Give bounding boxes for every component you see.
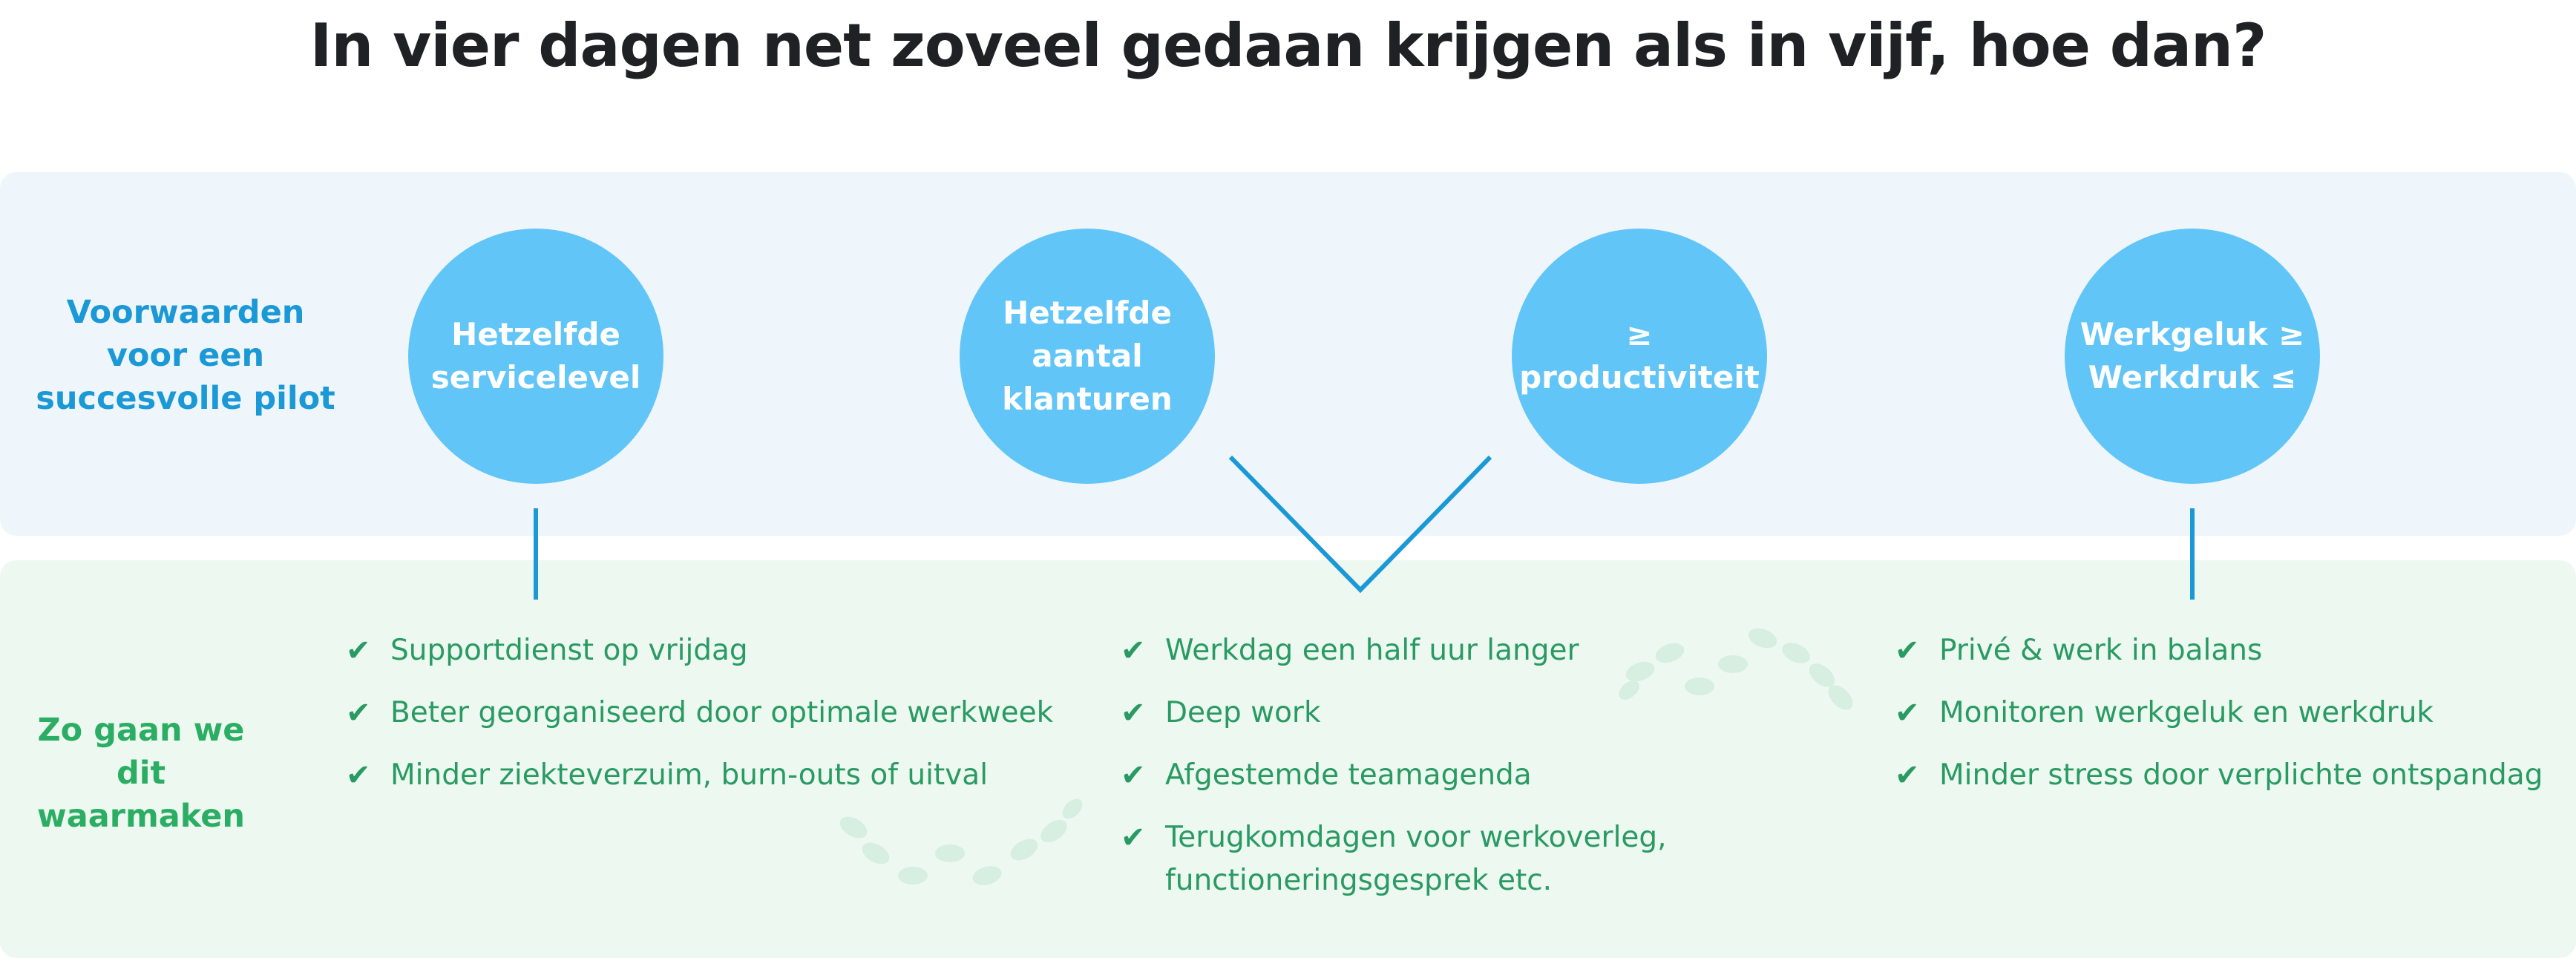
action-list-klanturen-productiviteit: ✔Werkdag een half uur langer ✔Deep work …	[1121, 629, 1667, 922]
condition-circle-klanturen: Hetzelfde aantal klanturen	[960, 229, 1215, 484]
conditions-label: Voorwaarden voor een succesvolle pilot	[36, 294, 335, 417]
list-item-text: Afgestemde teamagenda	[1165, 758, 1532, 792]
check-icon: ✔	[1121, 821, 1146, 855]
list-item-text: Terugkomdagen voor werkoverleg, function…	[1165, 821, 1667, 897]
check-icon: ✔	[1121, 696, 1146, 730]
list-item: ✔ Supportdienst op vrijdag	[346, 629, 1053, 672]
list-item: ✔ Privé & werk in balans	[1895, 629, 2543, 672]
list-item: ✔ Minder ziekteverzuim, burn-outs of uitv…	[346, 754, 1053, 797]
check-icon: ✔	[1895, 758, 1920, 793]
list-item: ✔ Minder stress door verplichte ontspanda…	[1895, 754, 2543, 797]
list-item-text: Werkdag een half uur langer	[1165, 634, 1579, 667]
condition-circle-servicelevel: Hetzelfde servicelevel	[408, 229, 663, 484]
check-icon: ✔	[346, 634, 371, 668]
list-item-text: Minder ziekteverzuim, burn-outs of uitva…	[390, 758, 989, 792]
action-list-servicelevel: ✔ Supportdienst op vrijdag ✔ Beter georgan…	[346, 629, 1053, 816]
check-icon: ✔	[346, 696, 371, 730]
page-title: In vier dagen net zoveel gedaan krijgen …	[309, 11, 2267, 80]
check-icon: ✔	[1895, 696, 1920, 730]
list-item: ✔ Terugkomdagen voor werkoverleg, functio…	[1121, 816, 1667, 902]
list-item: ✔ Werkdag een half uur langer	[1121, 629, 1667, 672]
list-item-text: Privé & werk in balans	[1939, 634, 2263, 667]
list-item: ✔ Afgestemde teamagenda	[1121, 754, 1667, 797]
approach-label: Zo gaan we dit waarmaken	[36, 712, 245, 835]
condition-circle-productiviteit: ≥ productiviteit	[1512, 229, 1767, 484]
check-icon: ✔	[1121, 634, 1146, 668]
connector-chevron	[1228, 455, 1492, 594]
list-item-text: Deep work	[1165, 696, 1321, 729]
list-item-text: Monitoren werkgeluk en werkdruk	[1939, 696, 2434, 729]
action-list-werkgeluk: ✔ Privé & werk in balans ✔ Monitoren werkg…	[1895, 629, 2543, 816]
list-item: ✔ Monitoren werkgeluk en werkdruk	[1895, 692, 2543, 735]
list-item: ✔ Beter georganiseerd door optimale werkw…	[346, 692, 1053, 735]
check-icon: ✔	[1121, 758, 1146, 793]
list-item-text: Minder stress door verplichte ontspandag	[1939, 758, 2543, 792]
check-icon: ✔	[1895, 634, 1920, 668]
condition-circle-werkgeluk: Werkgeluk ≥ Werkdruk ≤	[2065, 229, 2320, 484]
list-item: ✔ Deep work	[1121, 692, 1667, 735]
check-icon: ✔	[346, 758, 371, 793]
approach-band	[0, 560, 2576, 958]
list-item-text: Beter georganiseerd door optimale werkwe…	[390, 696, 1054, 729]
list-item-text: Supportdienst op vrijdag	[390, 634, 748, 667]
